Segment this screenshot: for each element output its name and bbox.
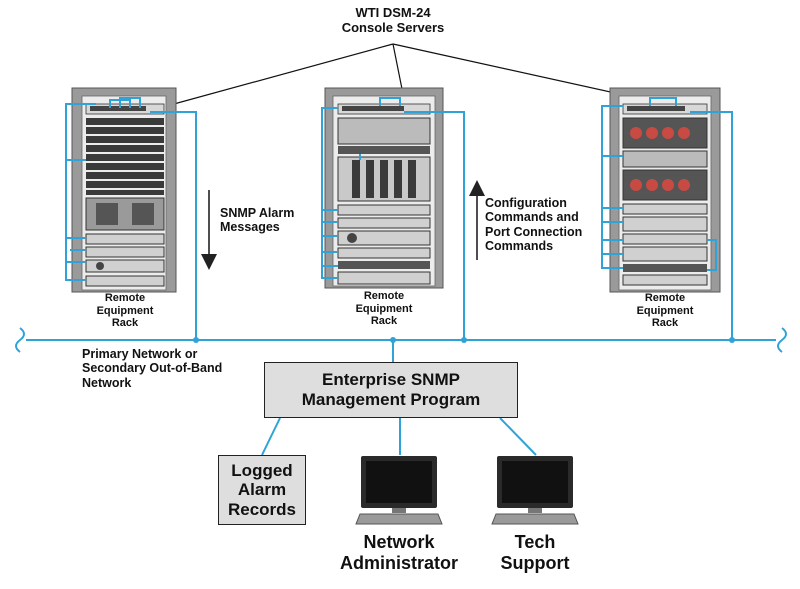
- alarm-label-line1: SNMP Alarm: [220, 206, 295, 220]
- admin-label-line1: Network: [363, 532, 435, 552]
- rack-3-label-line2: Equipment: [636, 304, 694, 317]
- config-label-line2: Commands and: [485, 210, 579, 225]
- network-junctions: [193, 337, 735, 343]
- logged-box-line3: Records: [227, 499, 297, 519]
- rack-1-label-line2: Equipment: [96, 304, 154, 317]
- rack-2-label-line1: Remote: [363, 290, 405, 302]
- rack-1-label-line3: Rack: [111, 317, 139, 330]
- rack-1-equipment: [85, 118, 165, 287]
- rack-3-equipment: [622, 117, 708, 286]
- admin-label-line2: Administrator: [339, 552, 458, 573]
- rack-2: [324, 87, 444, 289]
- tech-support-label: Tech Support: [478, 532, 592, 573]
- network-label-line1: Primary Network or: [82, 347, 198, 361]
- network-label-line2: Secondary Out-of-Band: [82, 361, 223, 376]
- config-label-line4: Commands: [485, 239, 554, 254]
- rack-2-label-line3: Rack: [370, 315, 398, 328]
- tech-label-line1: Tech: [514, 532, 556, 552]
- title-line2: Console Servers: [341, 19, 445, 35]
- rack-3-label-line3: Rack: [651, 317, 679, 330]
- network-label: Primary Network or Secondary Out-of-Band…: [82, 347, 222, 390]
- logged-box-line1: Logged: [231, 460, 293, 480]
- config-commands-label: Configuration Commands and Port Connecti…: [485, 196, 582, 254]
- network-cabling: [15, 97, 787, 456]
- snmp-management-box: Enterprise SNMP Management Program: [264, 362, 518, 418]
- logged-box-line2: Alarm: [237, 480, 287, 500]
- monitor-icon-admin: [355, 456, 443, 525]
- snmp-box-line2: Management Program: [301, 390, 481, 409]
- config-label-line1: Configuration: [485, 196, 567, 210]
- console-server-1: [85, 103, 165, 115]
- alarm-label-line2: Messages: [220, 220, 280, 235]
- rack-2-label: Remote Equipment Rack: [344, 290, 424, 328]
- rack-3: [609, 87, 721, 293]
- rack-3-label: Remote Equipment Rack: [625, 292, 705, 330]
- console-servers-title: WTI DSM-24 Console Servers: [318, 5, 468, 36]
- rack-3-label-line1: Remote: [644, 292, 686, 304]
- rack-1-label-line1: Remote: [104, 292, 146, 304]
- rack-2-equipment: [337, 117, 431, 285]
- network-label-line3: Network: [82, 375, 132, 390]
- rack-2-label-line2: Equipment: [355, 302, 413, 315]
- monitor-icon-tech: [491, 456, 579, 525]
- tech-label-line2: Support: [500, 552, 570, 573]
- snmp-box-line1: Enterprise SNMP: [322, 369, 460, 389]
- config-label-line3: Port Connection: [485, 224, 583, 239]
- rack-1-label: Remote Equipment Rack: [85, 292, 165, 330]
- title-line1: WTI DSM-24: [355, 5, 431, 20]
- logged-alarm-records-box: Logged Alarm Records: [218, 455, 306, 525]
- network-admin-label: Network Administrator: [322, 532, 476, 573]
- rack-1: [71, 87, 177, 293]
- console-server-3: [622, 103, 708, 115]
- alarm-messages-label: SNMP Alarm Messages: [220, 206, 294, 235]
